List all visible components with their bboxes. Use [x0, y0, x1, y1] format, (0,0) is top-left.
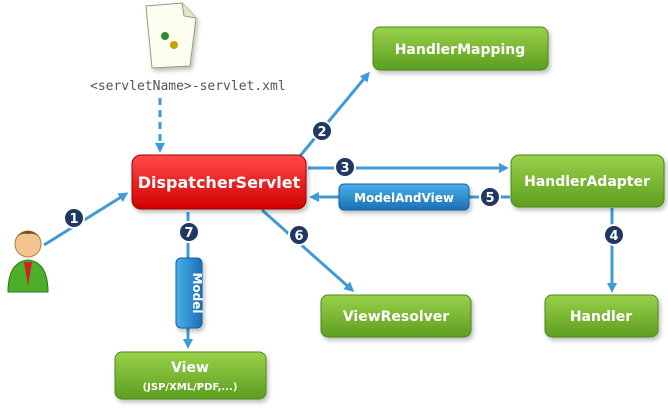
step-number-2: 2: [317, 125, 326, 140]
step-marker-3: 3: [334, 156, 356, 178]
node-view-resolver: ViewResolver: [320, 294, 472, 338]
user-icon: [7, 230, 49, 293]
node-handler-label: Handler: [570, 309, 632, 325]
step-marker-6: 6: [288, 224, 310, 246]
model-and-view-box: ModelAndView: [338, 183, 470, 211]
step-number-5: 5: [485, 191, 494, 206]
model-and-view-label: ModelAndView: [354, 191, 454, 205]
step-markers: 1 2 3 4 5 6 7: [63, 120, 625, 246]
node-view-sublabel: (JSP/XML/PDF,...): [143, 382, 238, 393]
arrow-step-2: [298, 71, 370, 157]
node-dispatcher-label: DispatcherServlet: [138, 173, 301, 192]
step-marker-5: 5: [479, 186, 501, 208]
model-box: Model: [175, 257, 204, 329]
arrow-step-1: [43, 192, 129, 247]
node-view: View (JSP/XML/PDF,...): [114, 351, 267, 400]
node-dispatcher-servlet: DispatcherServlet: [131, 154, 307, 210]
node-handler: Handler: [544, 294, 659, 338]
step-number-1: 1: [69, 212, 78, 227]
step-marker-2: 2: [311, 120, 333, 142]
model-label: Model: [190, 272, 204, 313]
node-handler-mapping: HandlerMapping: [372, 26, 549, 71]
node-view-resolver-label: ViewResolver: [343, 309, 449, 325]
xml-file-icon: [145, 2, 197, 69]
step-number-4: 4: [609, 229, 618, 244]
node-view-label: View: [171, 360, 209, 376]
node-handler-adapter: HandlerAdapter: [510, 154, 665, 208]
step-marker-1: 1: [63, 207, 85, 229]
step-number-3: 3: [340, 161, 349, 176]
arrow-step-6: [261, 208, 355, 292]
step-number-6: 6: [294, 229, 303, 244]
config-file-label: <servletName>-servlet.xml: [90, 79, 286, 94]
node-handler-adapter-label: HandlerAdapter: [524, 174, 650, 190]
node-handler-mapping-label: HandlerMapping: [395, 42, 526, 58]
step-marker-4: 4: [603, 224, 625, 246]
step-number-7: 7: [184, 226, 193, 241]
step-marker-7: 7: [178, 221, 200, 243]
